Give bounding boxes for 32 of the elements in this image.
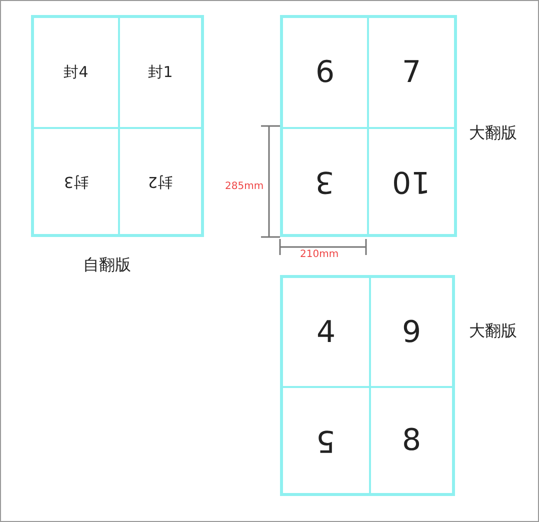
page-panel — [33, 17, 119, 128]
page-panel — [370, 277, 453, 387]
page-panel — [282, 387, 370, 494]
dimension-label: 285mm — [225, 181, 264, 192]
page-panel — [282, 17, 368, 128]
page-number: 7 — [402, 55, 422, 90]
page-panel — [119, 17, 202, 128]
page-panel — [33, 128, 119, 235]
page-number: 10 — [392, 164, 431, 199]
sheet-caption: 大翻版 — [469, 123, 517, 144]
page-number: 9 — [402, 314, 422, 350]
page-panel — [368, 17, 455, 128]
page-panel — [282, 128, 368, 235]
sheet-caption: 大翻版 — [469, 321, 517, 342]
sheet-frame — [31, 15, 204, 237]
sheet-frame — [280, 275, 455, 496]
page-panel — [368, 128, 455, 235]
page-number: 4 — [316, 314, 336, 350]
page-number: 封1 — [148, 63, 173, 82]
page-number: 8 — [402, 423, 422, 458]
page-panel — [119, 128, 202, 235]
page-panel — [370, 387, 453, 494]
page-number: 3 — [315, 164, 335, 199]
sheet-frame — [280, 15, 457, 237]
page-number: 5 — [316, 423, 336, 458]
page-number: 6 — [315, 55, 335, 90]
dimension-label: 210mm — [300, 249, 339, 260]
page-number: 封2 — [148, 172, 173, 191]
sheet-caption: 自翻版 — [83, 255, 131, 276]
page-panel — [282, 277, 370, 387]
page-number: 封4 — [64, 63, 88, 82]
page-number: 封3 — [64, 172, 88, 191]
